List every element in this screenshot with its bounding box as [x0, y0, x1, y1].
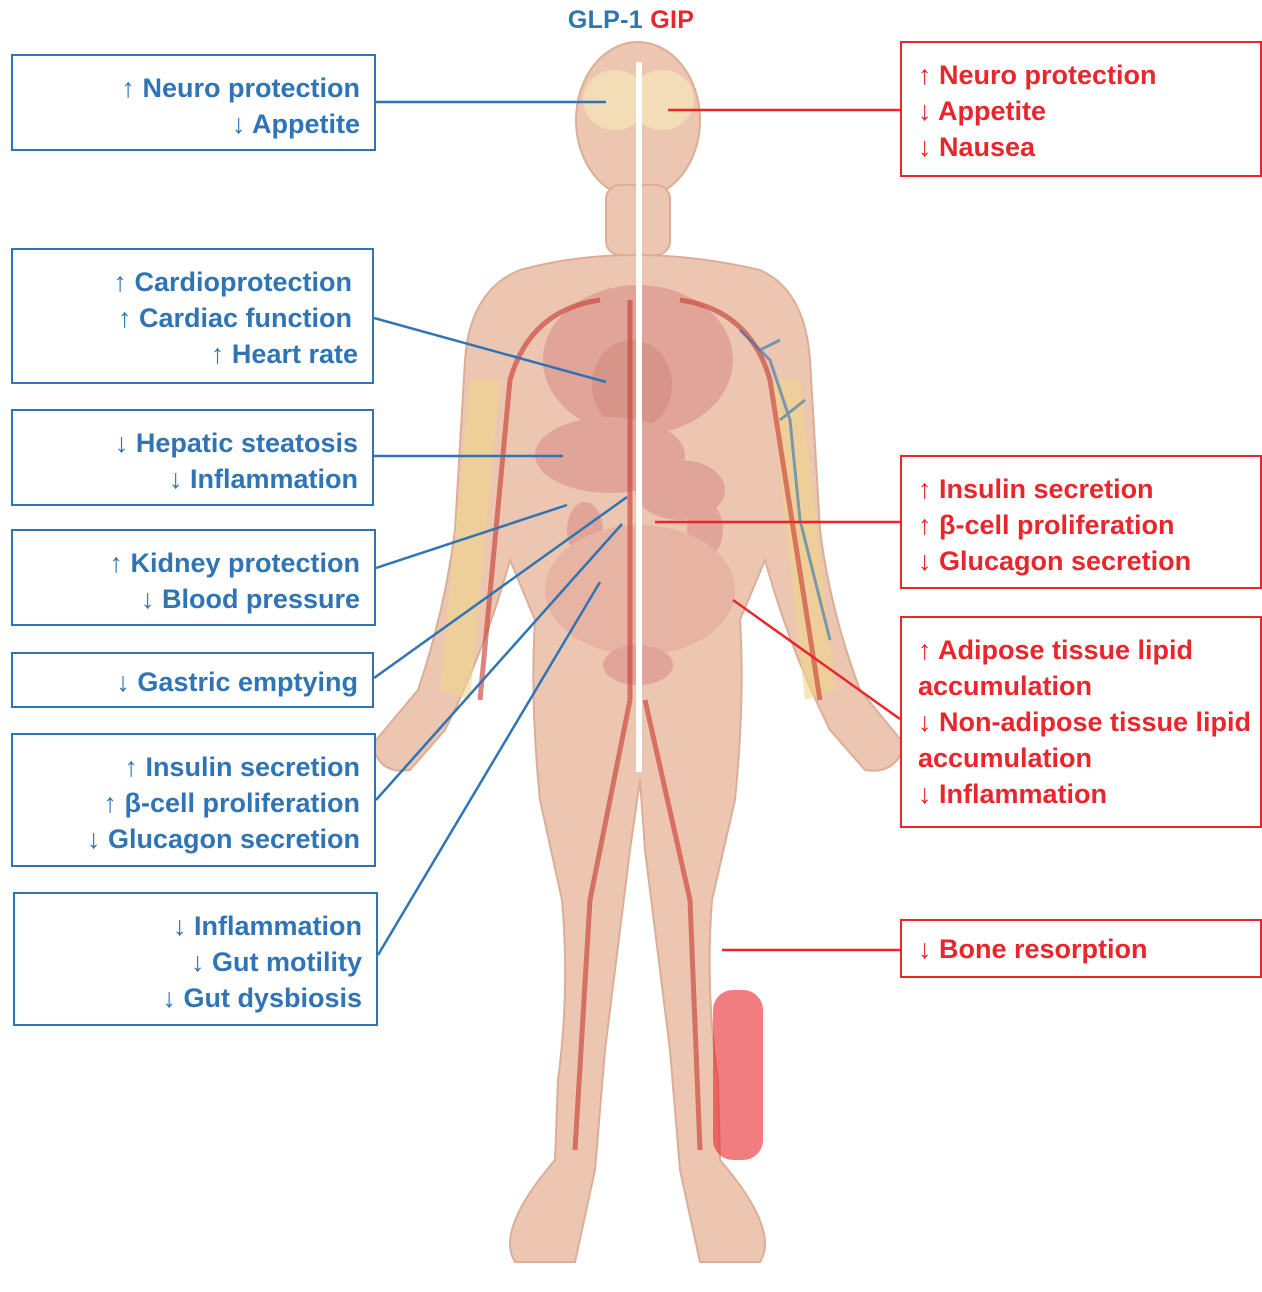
effect-line: ↓ Gut dysbiosis	[25, 980, 362, 1016]
effect-line: ↓ Gut motility	[25, 944, 362, 980]
glp1-title: GLP-1	[568, 6, 643, 34]
gip-box-brain: ↑ Neuro protection ↓ Appetite ↓ Nausea	[900, 41, 1262, 177]
effect-line: ↓ Appetite	[23, 106, 360, 142]
effect-line: ↑ Cardioprotection	[23, 264, 358, 300]
effect-line: ↓ Non-adipose tissue lipid accumulation	[918, 704, 1252, 776]
effect-line: ↑ Insulin secretion	[23, 749, 360, 785]
glp1-box-heart: ↑ Cardioprotection ↑ Cardiac function ↑ …	[11, 248, 374, 384]
effect-line: ↓ Blood pressure	[23, 581, 360, 617]
gip-box-adipose: ↑ Adipose tissue lipid accumulation ↓ No…	[900, 616, 1262, 828]
effect-line: ↓ Gastric emptying	[23, 664, 358, 700]
effect-line: ↑ Heart rate	[23, 336, 358, 372]
effect-line: ↑ Kidney protection	[23, 545, 360, 581]
effect-line: ↑ β-cell proliferation	[918, 507, 1252, 543]
effect-line: ↑ Insulin secretion	[918, 471, 1252, 507]
effect-line: ↓ Hepatic steatosis	[23, 425, 358, 461]
gip-box-bone: ↓ Bone resorption	[900, 919, 1262, 978]
effect-line: ↓ Inflammation	[918, 776, 1252, 812]
effect-line: ↓ Appetite	[918, 93, 1252, 129]
effect-line: ↑ Neuro protection	[918, 57, 1252, 93]
effect-line: ↑ Cardiac function	[23, 300, 358, 336]
effect-line: ↑ Adipose tissue lipid accumulation	[918, 632, 1252, 704]
effect-line: ↓ Bone resorption	[918, 931, 1252, 967]
glp1-box-kidney: ↑ Kidney protection ↓ Blood pressure	[11, 529, 376, 626]
effect-line: ↑ Neuro protection	[23, 70, 360, 106]
bone-highlight	[713, 990, 763, 1160]
glp1-box-liver: ↓ Hepatic steatosis ↓ Inflammation	[11, 409, 374, 506]
glp1-box-intestine: ↓ Inflammation ↓ Gut motility ↓ Gut dysb…	[13, 892, 378, 1026]
glp1-box-pancreas: ↑ Insulin secretion ↑ β-cell proliferati…	[11, 733, 376, 867]
glp1-box-stomach: ↓ Gastric emptying	[11, 652, 374, 708]
internal-organs	[535, 285, 735, 685]
effect-line: ↓ Glucagon secretion	[23, 821, 360, 857]
gip-title: GIP	[650, 6, 694, 34]
gip-box-pancreas: ↑ Insulin secretion ↑ β-cell proliferati…	[900, 455, 1262, 589]
effect-line: ↓ Glucagon secretion	[918, 543, 1252, 579]
effect-line: ↑ β-cell proliferation	[23, 785, 360, 821]
effect-line: ↓ Inflammation	[25, 908, 362, 944]
effect-line: ↓ Inflammation	[23, 461, 358, 497]
glp1-box-brain: ↑ Neuro protection ↓ Appetite	[11, 54, 376, 151]
effect-line: ↓ Nausea	[918, 129, 1252, 165]
center-divider	[636, 62, 642, 772]
diagram-title: GLP-1 GIP	[0, 6, 1262, 35]
